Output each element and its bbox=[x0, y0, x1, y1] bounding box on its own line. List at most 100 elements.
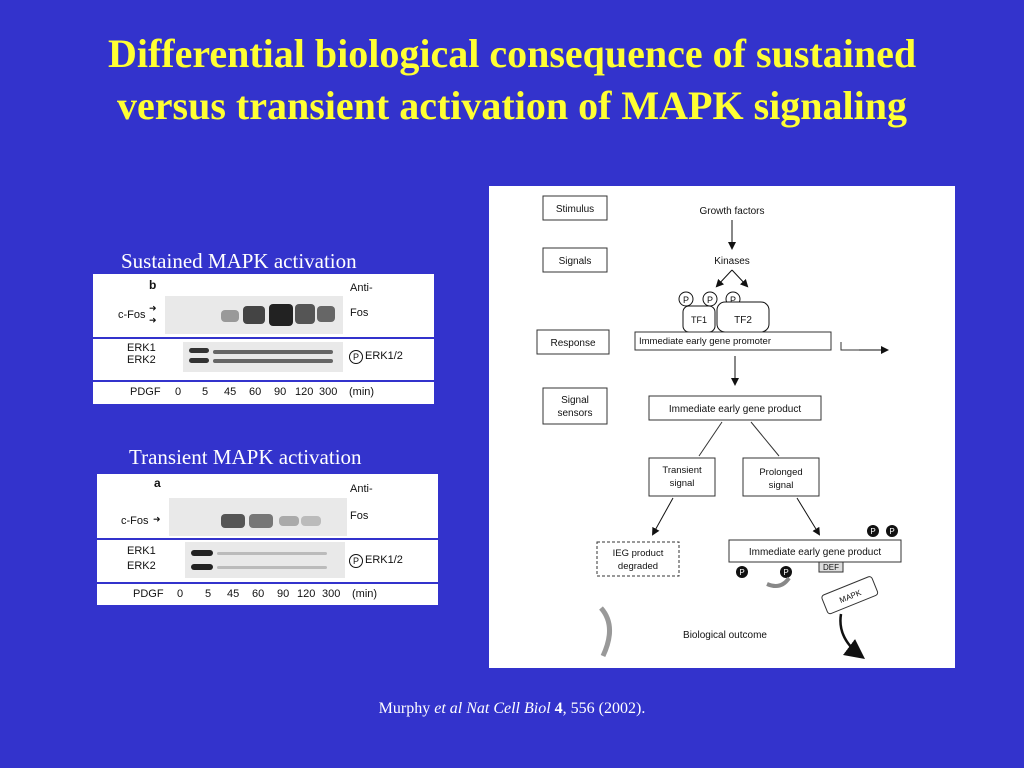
promoter-label: Immediate early gene promoter bbox=[639, 336, 771, 347]
phospho-icon bbox=[886, 525, 898, 537]
transient-time-label: 45 bbox=[227, 588, 240, 600]
phospho-label: P bbox=[889, 527, 894, 536]
phospho-icon bbox=[736, 566, 748, 578]
transient-erk2-label: ERK2 bbox=[127, 560, 156, 572]
transient-anti-label: Anti- bbox=[350, 483, 373, 495]
signaling-diagram-svg: Stimulus Signals Response Signal sensors… bbox=[536, 195, 902, 660]
response-box bbox=[536, 329, 610, 355]
stimulus-box bbox=[542, 195, 608, 221]
transient-signal-label-1: Transient bbox=[662, 465, 702, 476]
degraded-arrow-icon bbox=[599, 606, 612, 658]
phospho-label: P bbox=[783, 568, 788, 577]
phospho-label: P bbox=[683, 295, 689, 305]
citation-etal: et al bbox=[434, 700, 463, 717]
signaling-diagram: Stimulus Signals Response Signal sensors… bbox=[489, 186, 955, 668]
tf2-label: TF2 bbox=[734, 315, 752, 326]
transient-fos-label: Fos bbox=[350, 510, 369, 522]
transient-fos-blot-strip bbox=[169, 498, 347, 536]
transient-arrow-icon: ➜ bbox=[153, 514, 161, 524]
ieg-product-label: Immediate early gene product bbox=[669, 404, 802, 415]
transient-perk-label: ERK1/2 bbox=[365, 554, 403, 566]
citation-author: Murphy bbox=[378, 700, 431, 717]
transient-caption: Transient MAPK activation bbox=[129, 445, 362, 469]
sustained-anti-label: Anti- bbox=[350, 282, 373, 294]
ieg-degraded-label-2: degraded bbox=[618, 561, 658, 572]
transient-unit-label: (min) bbox=[352, 588, 378, 600]
transient-phospho-icon: P bbox=[349, 554, 363, 568]
signal-sensors-label-2: sensors bbox=[557, 408, 592, 419]
prolonged-signal-label-2: signal bbox=[769, 480, 794, 491]
transient-signal-box bbox=[648, 457, 716, 497]
transient-time-label: 90 bbox=[277, 588, 290, 600]
sustained-blot-figure: b Anti- Fos c-Fos ➜ ➜ ERK1 ERK2 P ERK1/2… bbox=[93, 274, 434, 404]
slide-title: Differential biological consequence of s… bbox=[0, 28, 1024, 132]
growth-factors-label: Growth factors bbox=[699, 206, 764, 217]
sustained-time-label: 90 bbox=[274, 386, 287, 398]
phospho-label: P bbox=[730, 295, 736, 305]
transient-erk-blot-strip bbox=[185, 542, 345, 578]
prolonged-signal-box bbox=[742, 457, 820, 497]
ieg-product-box-2 bbox=[728, 539, 902, 563]
sustained-arrow-icon: ➜ bbox=[149, 303, 157, 313]
sustained-time-label: 300 bbox=[319, 386, 338, 398]
mapk-box: MAPK bbox=[821, 576, 879, 615]
stimulus-label: Stimulus bbox=[556, 204, 594, 215]
sustained-perk-label: ERK1/2 bbox=[365, 350, 403, 362]
transient-blot-figure: a Anti- Fos c-Fos ➜ ERK1 ERK2 P ERK1/2 P… bbox=[97, 474, 438, 605]
sustained-unit-label: (min) bbox=[349, 386, 375, 398]
transient-time-label: 5 bbox=[205, 588, 212, 600]
sustained-time-label: 0 bbox=[175, 386, 182, 398]
citation-pages-year: , 556 (2002). bbox=[562, 700, 646, 717]
ieg-degraded-box bbox=[596, 541, 680, 577]
response-label: Response bbox=[550, 338, 595, 349]
citation-journal: Nat Cell Biol bbox=[466, 700, 551, 717]
def-label: DEF bbox=[823, 563, 839, 572]
sustained-cfos-label: c-Fos bbox=[118, 309, 146, 321]
ieg-degraded-label-1: IEG product bbox=[613, 548, 664, 559]
sustained-time-label: 120 bbox=[295, 386, 314, 398]
citation-volume: 4 bbox=[554, 700, 563, 717]
ieg-product-label-2: Immediate early gene product bbox=[749, 547, 882, 558]
transient-time-label: 0 bbox=[177, 588, 184, 600]
phospho-icon bbox=[867, 525, 879, 537]
sustained-time-label: 5 bbox=[202, 386, 209, 398]
sustained-erk2-label: ERK2 bbox=[127, 354, 156, 366]
def-box bbox=[818, 561, 844, 573]
sustained-arrow-icon-2: ➜ bbox=[149, 315, 157, 325]
sustained-erk1-label: ERK1 bbox=[127, 342, 156, 354]
transient-cfos-label: c-Fos bbox=[121, 515, 149, 527]
signals-box bbox=[542, 247, 608, 273]
phospho-label: P bbox=[707, 295, 713, 305]
sustained-time-label: 45 bbox=[224, 386, 237, 398]
biological-outcome-label: Biological outcome bbox=[683, 630, 767, 641]
sustained-panel-letter: b bbox=[149, 278, 157, 292]
transient-signal-label-2: signal bbox=[670, 478, 695, 489]
curved-arrow-icon bbox=[766, 576, 791, 588]
phospho-icon bbox=[780, 566, 792, 578]
transient-panel-letter: a bbox=[154, 476, 161, 490]
tf1-label: TF1 bbox=[691, 315, 707, 325]
sustained-erk-blot-strip bbox=[183, 342, 343, 372]
sustained-caption: Sustained MAPK activation bbox=[121, 249, 357, 273]
signals-label: Signals bbox=[559, 256, 592, 267]
sustained-time-label: 60 bbox=[249, 386, 262, 398]
promoter-box bbox=[634, 331, 832, 351]
sustained-fos-label: Fos bbox=[350, 307, 369, 319]
prolonged-signal-label-1: Prolonged bbox=[759, 467, 802, 478]
sustained-phospho-icon: P bbox=[349, 350, 363, 364]
transient-time-label: 120 bbox=[297, 588, 316, 600]
kinases-label: Kinases bbox=[714, 256, 750, 267]
outcome-arrow-icon bbox=[839, 613, 865, 660]
transient-time-label: 300 bbox=[322, 588, 341, 600]
phospho-label: P bbox=[870, 527, 875, 536]
transient-pdgf-label: PDGF bbox=[133, 588, 164, 600]
slide-title-line-2: versus transient activation of MAPK sign… bbox=[117, 83, 907, 128]
signal-sensors-label-1: Signal bbox=[561, 395, 589, 406]
signal-sensors-box bbox=[542, 387, 608, 425]
sustained-fos-blot-strip bbox=[165, 296, 343, 334]
slide-title-line-1: Differential biological consequence of s… bbox=[107, 31, 917, 76]
sustained-pdgf-label: PDGF bbox=[130, 386, 161, 398]
phospho-icon bbox=[678, 291, 694, 307]
citation: Murphy et al Nat Cell Biol 4, 556 (2002)… bbox=[0, 700, 1024, 718]
transient-erk1-label: ERK1 bbox=[127, 545, 156, 557]
